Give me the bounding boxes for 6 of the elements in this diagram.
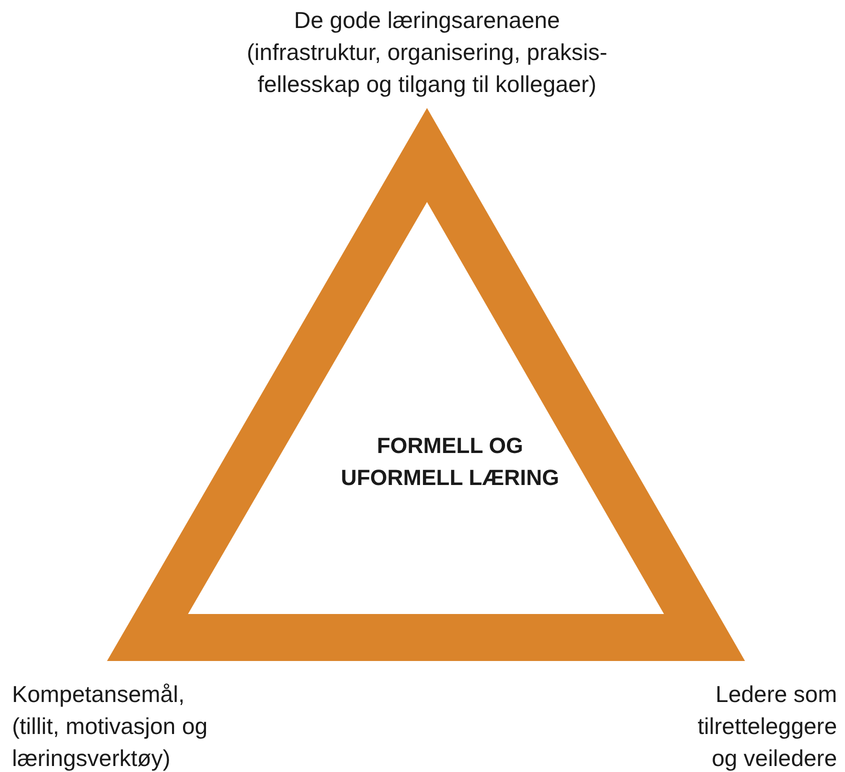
- corner-description: (tillit, motivasjon og læringsverktøy): [12, 712, 209, 772]
- corner-heading: De gode læringsarenaene: [293, 6, 561, 35]
- center-heading: FORMELL OG UFORMELL LÆRING: [340, 432, 560, 492]
- corner-heading: Kompetansemål,: [12, 680, 186, 709]
- corner-description: Ledere som tilretteleggere og veiledere: [696, 680, 837, 772]
- corner-description: (infrastruktur, organisering, praksis- fellesskap og tilgang til kollegaer): [246, 38, 608, 99]
